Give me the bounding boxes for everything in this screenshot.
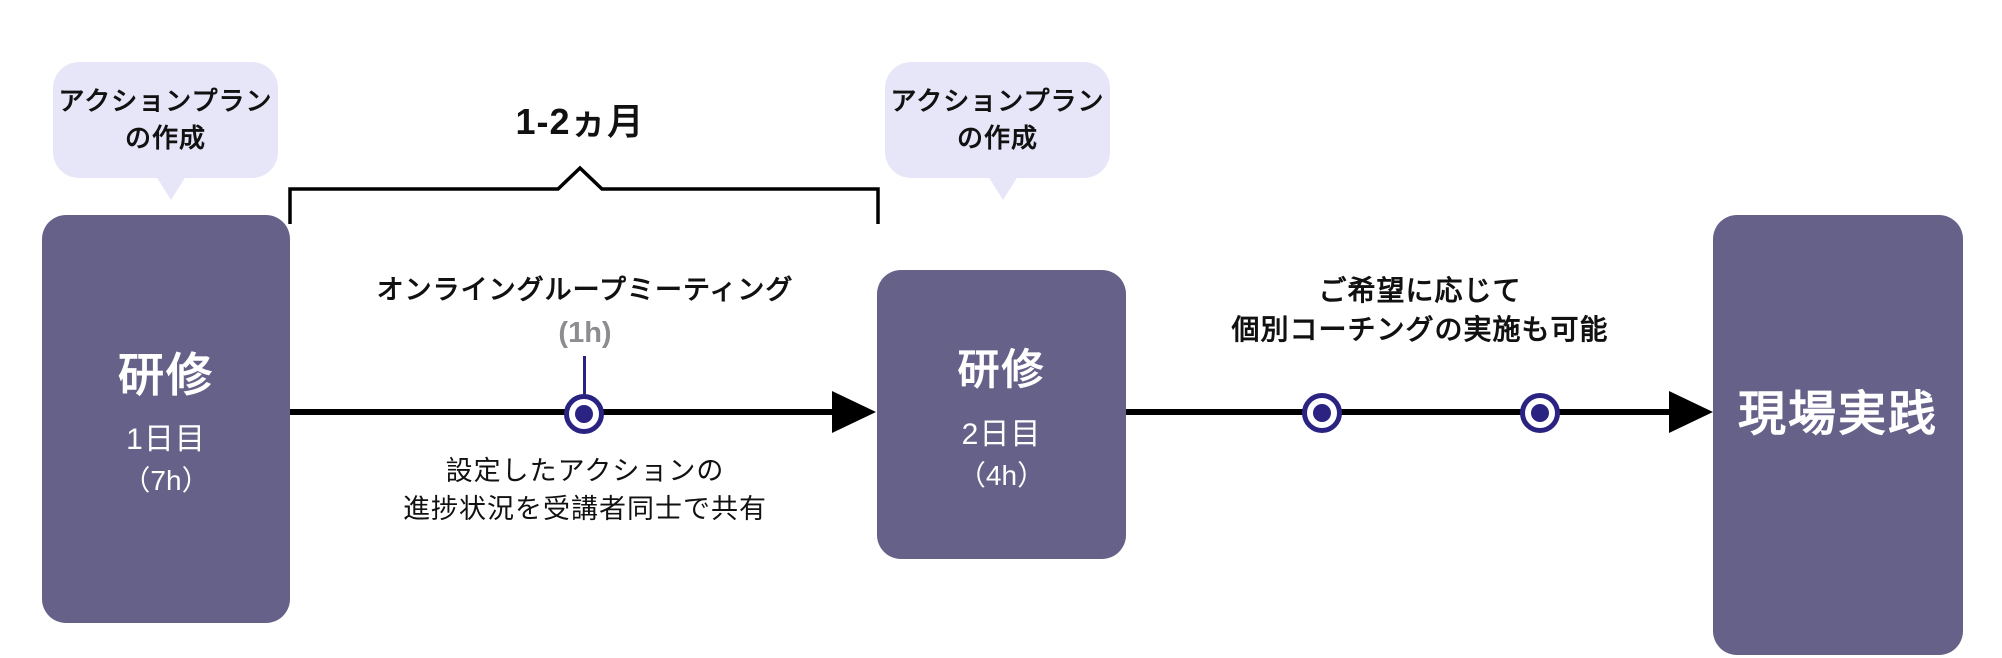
timeline-marker-icon [564,394,604,434]
online-meeting-title: オンライングループミーティング [376,275,794,305]
bubble-tail-down-icon [988,176,1018,200]
note-line: ご希望に応じて [1318,275,1522,306]
box-title: 研修 [118,349,214,401]
marker-dot-icon [1531,404,1549,422]
speech-bubble-action-plan-2: アクションプラン の作成 [885,62,1110,200]
box-day-label: 1日目 [126,423,206,456]
online-meeting-duration: (1h) [558,317,612,349]
speech-bubble-action-plan-1: アクションプラン の作成 [53,62,278,200]
timeline-marker-icon [1302,393,1342,433]
box-title: 研修 [957,345,1046,393]
arrowhead-right-icon [832,391,876,433]
bubble-text: アクションプラン [890,86,1105,116]
note-line: 個別コーチングの実施も可能 [1231,314,1609,345]
box-day-label: 2日目 [961,417,1042,451]
marker-connector-line [583,356,586,396]
duration-bracket-icon [288,165,880,224]
stage-box-training-day2: 研修 2日目 （4h） [877,270,1126,559]
coaching-note: ご希望に応じて 個別コーチングの実施も可能 [1170,271,1670,349]
arrowhead-right-icon [1669,391,1713,433]
marker-dot-icon [575,405,593,423]
bubble-tail-down-icon [156,176,186,200]
arrow-line-2 [1126,409,1671,415]
stage-box-training-day1: 研修 1日目 （7h） [42,215,290,623]
box-hours-label: （7h） [122,465,210,496]
note-line: 設定したアクションの [445,456,725,486]
stage-box-field-practice: 現場実践 [1713,215,1963,655]
box-hours-label: （4h） [957,459,1046,491]
box-title: 現場実践 [1737,388,1938,441]
bubble-text: アクションプラン [58,86,273,116]
marker-dot-icon [1313,404,1331,422]
online-meeting-note: 設定したアクションの 進捗状況を受講者同士で共有 [285,452,885,528]
arrow-line-1 [290,409,836,415]
bubble-text: の作成 [124,123,206,153]
bubble-text: の作成 [956,123,1038,153]
note-line: 進捗状況を受講者同士で共有 [403,494,767,524]
timeline-marker-icon [1520,393,1560,433]
duration-label: 1-2ヵ月 [515,101,645,142]
